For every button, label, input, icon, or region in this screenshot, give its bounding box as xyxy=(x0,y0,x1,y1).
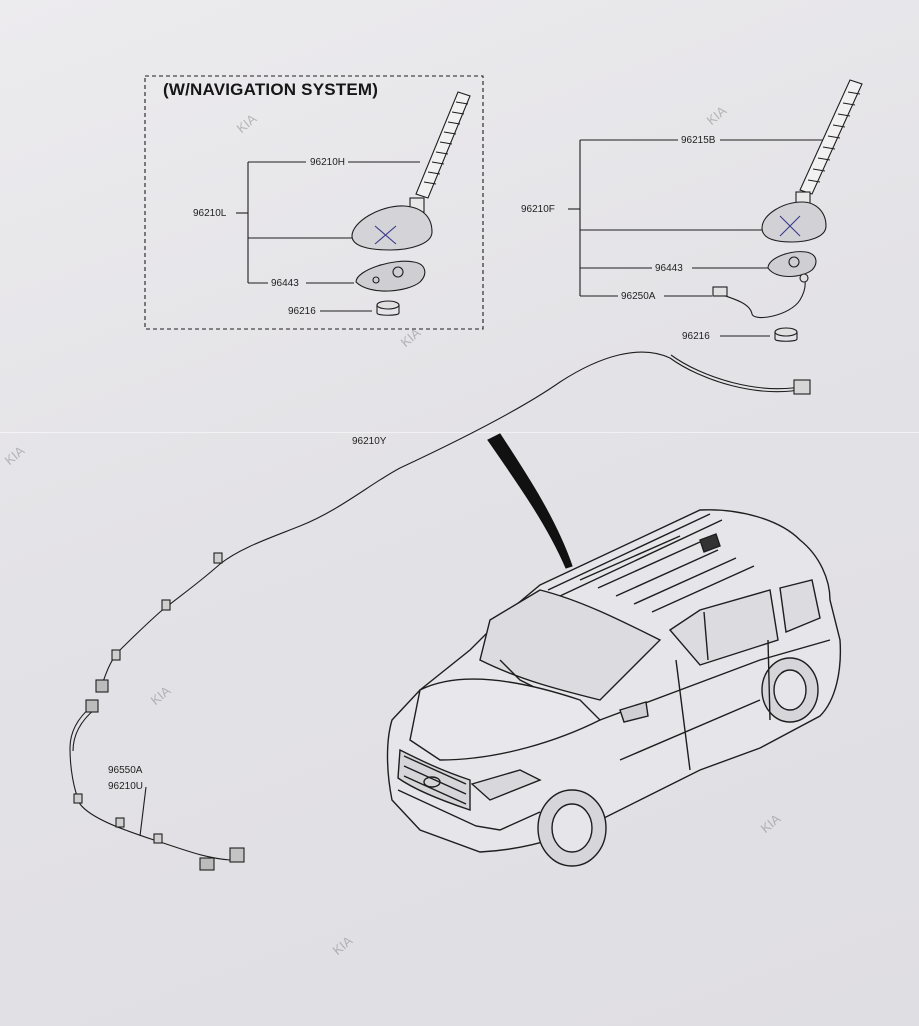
nav-leader-lines xyxy=(236,161,420,312)
location-pointer-arrow xyxy=(487,433,573,569)
part-label-96216-std: 96216 xyxy=(682,331,710,342)
lower-cable-96550A-96210U xyxy=(69,699,245,871)
nav-antenna-mast xyxy=(409,91,471,213)
part-label-96210Y: 96210Y xyxy=(352,436,387,447)
std-gasket xyxy=(767,251,817,278)
std-leader-lines xyxy=(568,139,828,337)
std-cable xyxy=(712,273,809,318)
nav-gasket xyxy=(355,260,426,292)
std-nut xyxy=(774,327,798,342)
roof-cable-96210Y xyxy=(95,351,811,693)
std-antenna-base xyxy=(761,201,827,243)
part-label-96215B: 96215B xyxy=(681,135,716,146)
std-antenna-mast xyxy=(795,79,863,205)
nav-antenna-base xyxy=(351,205,433,251)
part-label-96210U: 96210U xyxy=(108,781,144,792)
part-label-96443-nav: 96443 xyxy=(271,278,299,289)
part-label-96216-nav: 96216 xyxy=(288,306,316,317)
lower-cable-leader xyxy=(139,786,147,837)
part-label-96210L: 96210L xyxy=(193,208,227,219)
part-label-96210F: 96210F xyxy=(521,204,555,215)
navigation-group-box xyxy=(144,75,484,330)
paper-fold-line xyxy=(0,432,919,433)
part-label-96210H: 96210H xyxy=(310,157,346,168)
navigation-system-title: (W/NAVIGATION SYSTEM) xyxy=(163,80,379,99)
part-label-96250A: 96250A xyxy=(621,291,656,302)
suv-vehicle-illustration xyxy=(386,509,842,867)
nav-nut xyxy=(376,300,400,316)
part-label-96443-std: 96443 xyxy=(655,263,683,274)
part-label-96550A: 96550A xyxy=(108,765,143,776)
